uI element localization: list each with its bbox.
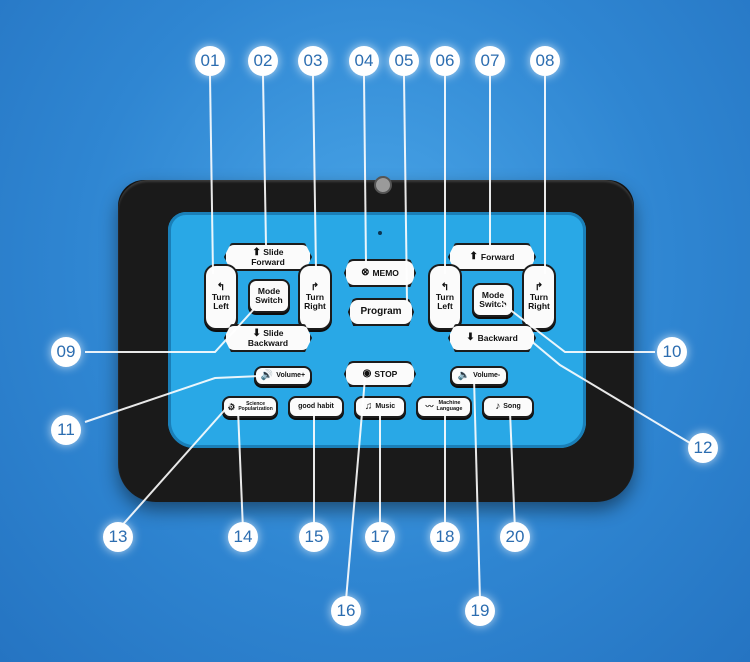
arrow-down-icon: ⬇: [466, 332, 475, 343]
callout-20: 20: [500, 522, 530, 552]
callout-14: 14: [228, 522, 258, 552]
speaker-icon: 🔈: [457, 370, 471, 381]
mode-switch-key-left[interactable]: Mode Switch: [248, 279, 290, 313]
waveform-icon: 〰: [425, 402, 434, 411]
turn-right-label-a: Turn: [305, 292, 325, 303]
speaker-icon: 🔊: [260, 370, 274, 381]
slide-backward-label-a: Slide: [263, 327, 284, 338]
turn-left-label-b: Left: [437, 301, 453, 311]
song-label: Song: [503, 403, 521, 411]
turn-left-key-right[interactable]: ↰ Turn Left: [428, 264, 462, 330]
slide-backward-key[interactable]: ⬇ Slide Backward: [224, 324, 312, 352]
callout-15: 15: [299, 522, 329, 552]
program-label: Program: [360, 305, 402, 317]
program-key[interactable]: Program: [348, 298, 414, 326]
indicator-light: [378, 231, 382, 235]
mode-switch-label-a: Mode: [481, 290, 505, 301]
stop-icon: ◉: [362, 368, 372, 379]
callout-04: 04: [349, 46, 379, 76]
turn-right-icon: ↱: [310, 282, 320, 294]
callout-17: 17: [365, 522, 395, 552]
stop-key[interactable]: ◉ STOP: [344, 361, 416, 387]
forward-label: Forward: [480, 251, 515, 262]
callout-06: 06: [430, 46, 460, 76]
callout-03: 03: [298, 46, 328, 76]
callout-16: 16: [331, 596, 361, 626]
callout-18: 18: [430, 522, 460, 552]
callout-10: 10: [657, 337, 687, 367]
music-note-icon: ♪: [495, 401, 501, 412]
memo-icon: ⊗: [361, 267, 370, 278]
song-key[interactable]: ♪ Song: [482, 396, 534, 418]
mode-switch-label-b: Switch: [255, 295, 283, 305]
callout-09: 09: [51, 337, 81, 367]
turn-left-label-b: Left: [213, 301, 229, 311]
callout-11: 11: [51, 415, 81, 445]
slide-forward-key[interactable]: ⬆ Slide Forward: [224, 243, 312, 271]
turn-left-icon: ↰: [216, 282, 226, 294]
turn-left-label-a: Turn: [435, 292, 455, 303]
callout-02: 02: [248, 46, 278, 76]
memo-label: MEMO: [372, 267, 399, 278]
music-note-icon: ♫: [364, 401, 373, 412]
backward-label: Backward: [477, 332, 518, 343]
slide-forward-label-a: Slide: [263, 246, 284, 257]
good-habit-label: good habit: [298, 403, 334, 411]
slide-backward-label-b: Backward: [247, 337, 289, 348]
music-label: Music: [375, 403, 396, 411]
slide-forward-label-b: Forward: [251, 256, 285, 267]
callout-13: 13: [103, 522, 133, 552]
machine-label-b: Language: [436, 406, 463, 412]
arrow-up-icon: ⬆: [469, 251, 478, 262]
turn-right-label-b: Right: [528, 301, 550, 311]
turn-right-icon: ↱: [534, 282, 544, 294]
callout-07: 07: [475, 46, 505, 76]
good-habit-key[interactable]: good habit: [288, 396, 344, 418]
turn-left-icon: ↰: [440, 282, 450, 294]
volume-down-label: Volume-: [473, 372, 501, 380]
gear-icon: ⚙: [227, 401, 236, 412]
mode-switch-label-b: Switch: [479, 299, 507, 309]
callout-05: 05: [389, 46, 419, 76]
callout-12: 12: [688, 433, 718, 463]
memo-key[interactable]: ⊗ MEMO: [344, 259, 416, 287]
turn-right-label-b: Right: [304, 301, 326, 311]
turn-right-label-a: Turn: [529, 292, 549, 303]
turn-left-label-a: Turn: [211, 292, 231, 303]
machine-label-a: Machine: [438, 400, 461, 407]
callout-19: 19: [465, 596, 495, 626]
forward-key[interactable]: ⬆ Forward: [448, 243, 536, 271]
arrow-down-icon: ⬇: [252, 327, 261, 339]
machine-language-key[interactable]: 〰 Machine Language: [416, 396, 472, 418]
mode-switch-key-right[interactable]: Mode Switch: [472, 283, 514, 317]
turn-right-key-left[interactable]: ↱ Turn Right: [298, 264, 332, 330]
backward-key[interactable]: ⬇ Backward: [448, 324, 536, 352]
science-popularization-key[interactable]: ⚙ Science Popularization: [222, 396, 278, 418]
science-label-b: Popularization: [238, 406, 273, 412]
mode-switch-label-a: Mode: [257, 286, 281, 297]
turn-right-key-right[interactable]: ↱ Turn Right: [522, 264, 556, 330]
callout-01: 01: [195, 46, 225, 76]
volume-up-label: Volume+: [276, 372, 306, 380]
stop-label: STOP: [374, 368, 398, 379]
antenna-knob: [374, 176, 392, 194]
volume-down-key[interactable]: 🔈 Volume-: [450, 366, 508, 386]
volume-up-key[interactable]: 🔊 Volume+: [254, 366, 312, 386]
music-key[interactable]: ♫ Music: [354, 396, 406, 418]
callout-08: 08: [530, 46, 560, 76]
arrow-up-icon: ⬆: [252, 246, 261, 258]
turn-left-key-left[interactable]: ↰ Turn Left: [204, 264, 238, 330]
